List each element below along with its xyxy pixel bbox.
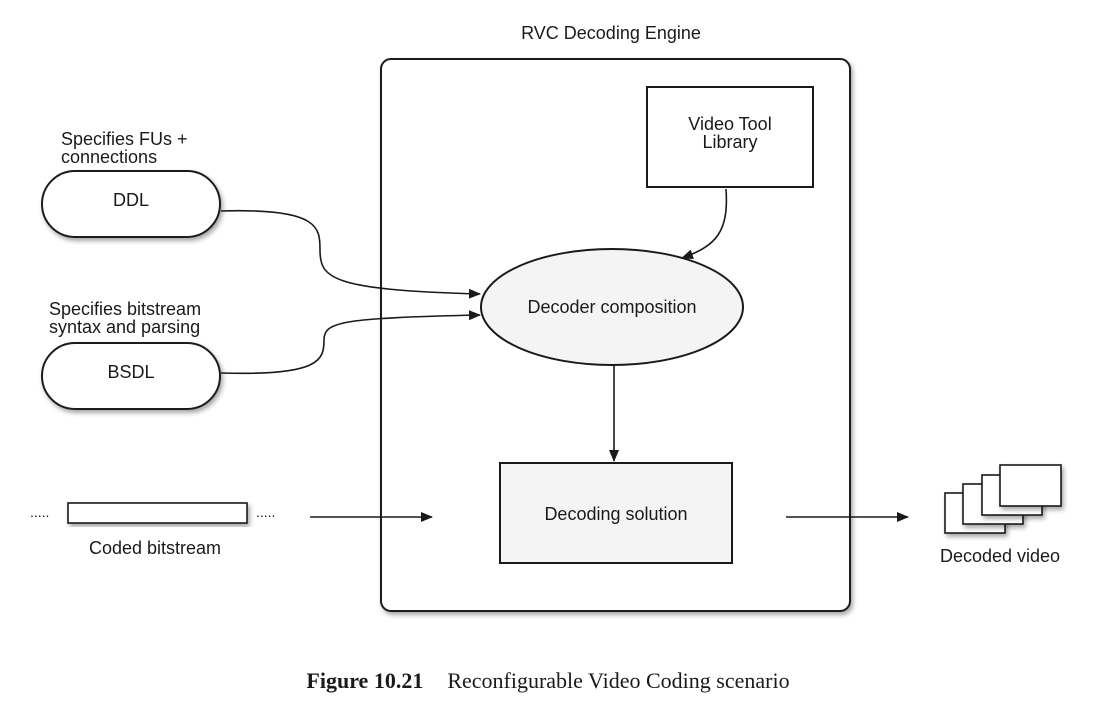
bsdl-label: BSDL (107, 362, 154, 382)
video-tool-library-label-line2: Library (702, 132, 757, 152)
bitstream-ellipsis-right: ..... (256, 504, 275, 520)
bsdl-note-line2: syntax and parsing (49, 317, 200, 337)
edge-bsdl-to-decoder-composition (220, 310, 481, 375)
rvc-diagram: RVC Decoding Engine Video Tool Library D… (30, 23, 1062, 612)
ddl-label: DDL (113, 190, 149, 210)
figure-caption: Figure 10.21 Reconfigurable Video Coding … (0, 668, 1096, 694)
video-tool-library-label-line1: Video Tool (688, 114, 771, 134)
decoder-composition-label: Decoder composition (527, 297, 696, 317)
bsdl-note-line1: Specifies bitstream (49, 299, 201, 319)
ddl-note-line2: connections (61, 147, 157, 167)
figure-number: Figure 10.21 (306, 668, 424, 693)
decoding-solution-label: Decoding solution (544, 504, 687, 524)
decoded-video-label: Decoded video (940, 546, 1060, 566)
engine-title: RVC Decoding Engine (521, 23, 701, 43)
coded-bitstream-label: Coded bitstream (89, 538, 221, 558)
edge-ddl-to-decoder-composition (220, 209, 481, 299)
bitstream-ellipsis-left: ..... (30, 504, 49, 520)
decoder-composition-node (480, 248, 744, 366)
video-tool-library-box (646, 86, 814, 188)
figure-caption-text: Reconfigurable Video Coding scenario (447, 668, 790, 693)
bsdl-node (41, 342, 221, 410)
ddl-node (41, 170, 221, 238)
edge-library-to-decoder-composition (681, 188, 728, 260)
ddl-note-line1: Specifies FUs + (61, 129, 188, 149)
decoded-video-frames-icon (944, 464, 1062, 534)
coded-bitstream-bar (67, 502, 248, 524)
decoding-solution-box (499, 462, 733, 564)
